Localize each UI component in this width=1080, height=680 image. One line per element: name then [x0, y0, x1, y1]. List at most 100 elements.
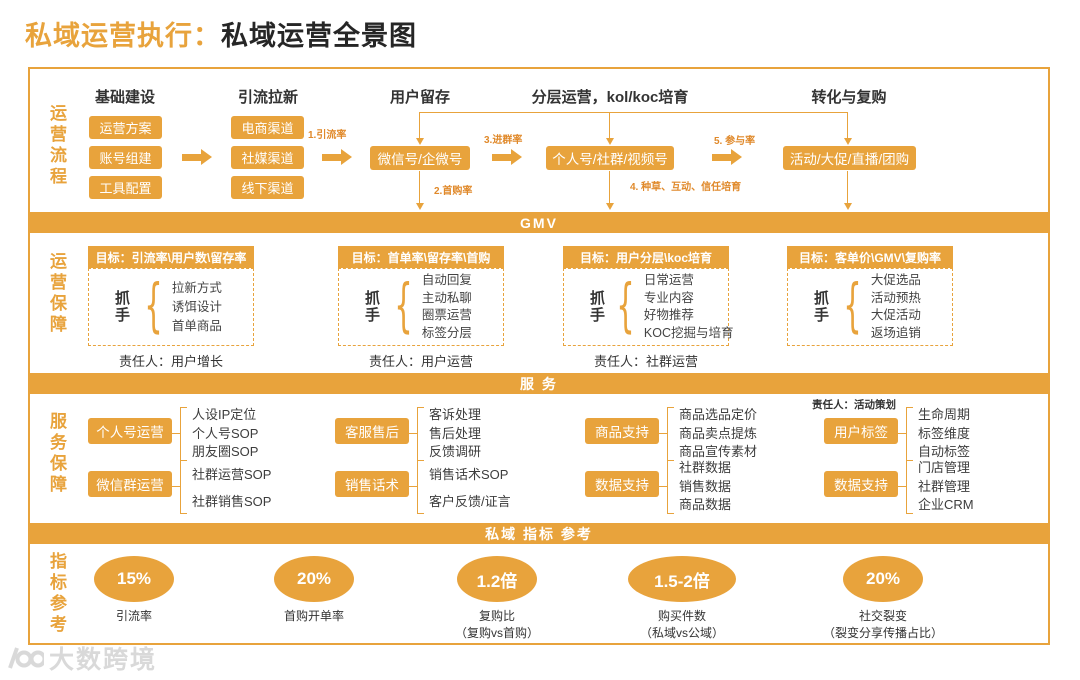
service-bar: 服 务	[30, 373, 1048, 394]
metric-label-4: 购买件数 （私域vs公域）	[602, 608, 762, 642]
service-item: 企业CRM	[918, 497, 974, 512]
process-box-plan: 运营方案	[89, 116, 162, 139]
metric-ellipse-3: 1.2倍	[457, 556, 537, 602]
flow-label-4: 4. 种草、互动、信任培育	[630, 182, 742, 193]
handle-items: 自动回复 主动私聊 圈票运营 标签分层	[422, 272, 472, 342]
handle-item: 活动预热	[870, 290, 921, 305]
band-label-process: 运营流程	[47, 104, 66, 188]
handle-item: 标签分层	[421, 325, 472, 340]
flow-label-5: 5. 参与率	[714, 136, 756, 147]
handle-box-4: 抓手 { 大促选品 活动预热 大促活动 返场追销	[787, 268, 953, 346]
service-item: 社群销售SOP	[192, 494, 272, 509]
process-box-account: 账号组建	[89, 146, 162, 169]
bracket-icon	[417, 460, 424, 514]
owner-label-4: 责任人：活动策划	[812, 399, 896, 411]
metrics-bar: 私域 指标 参考	[30, 523, 1048, 544]
metric-ellipse-4: 1.5-2倍	[628, 556, 736, 602]
handle-item: 首单商品	[171, 318, 222, 333]
column-header-retention: 用户留存	[389, 89, 450, 106]
metric-sub: （私域vs公域）	[639, 626, 724, 640]
flow-label-3: 3.进群率	[484, 135, 523, 146]
service-box-data-2: 数据支持	[824, 471, 898, 497]
metric-ellipse-2: 20%	[274, 556, 354, 602]
handle-item: 专业内容	[643, 290, 694, 305]
bracket-icon	[667, 407, 674, 461]
bracket-icon	[906, 460, 913, 514]
owner-label-3: 责任人：社群运营	[593, 354, 698, 369]
metric-name: 社交裂变	[858, 609, 907, 623]
service-item: 社群管理	[918, 478, 971, 494]
service-box-personal: 个人号运营	[88, 418, 172, 444]
service-item: 销售话术SOP	[429, 467, 509, 482]
service-item: 售后处理	[429, 425, 482, 441]
page-title-main: 私域运营全景图	[221, 21, 417, 51]
flow-arrow-4	[712, 149, 742, 165]
service-item: 客诉处理	[429, 407, 482, 422]
service-item: 自动标签	[918, 444, 971, 459]
metric-name: 复购比	[478, 609, 515, 623]
flow-label-2: 2.首购率	[434, 186, 473, 197]
handle-items: 日常运营 专业内容 好物推荐 KOC挖掘与培育	[644, 272, 734, 342]
process-box-tools: 工具配置	[89, 176, 162, 199]
bracket-icon	[180, 407, 187, 461]
service-items: 销售话术SOP 客户反馈/证言	[429, 461, 511, 515]
metric-sub: （复购vs首购）	[454, 626, 539, 640]
service-item: 商品宣传素材	[679, 444, 758, 459]
page-title-accent: 私域运营执行：	[25, 21, 221, 51]
drop-arrow-campaign	[843, 112, 852, 145]
arrow-shaft	[492, 153, 511, 161]
service-items: 客诉处理 售后处理 反馈调研	[429, 406, 481, 462]
arrow-head	[731, 149, 742, 165]
process-box-ecommerce: 电商渠道	[231, 116, 304, 139]
connector-dash	[172, 486, 180, 487]
bracket-icon	[667, 460, 674, 514]
service-item: 人设IP定位	[192, 407, 257, 422]
diagram-border	[28, 67, 1050, 645]
service-item: 个人号SOP	[192, 425, 259, 441]
brace-icon: {	[843, 271, 862, 339]
handle-item: 好物推荐	[643, 308, 694, 322]
column-header-layering: 分层运营，kol/koc培育	[531, 89, 689, 106]
service-item: 门店管理	[918, 460, 971, 475]
down-arrow-community	[605, 171, 614, 210]
service-items: 生命周期 标签维度 自动标签	[918, 406, 970, 462]
goal-box-3: 目标：用户分层\koc培育	[563, 246, 729, 268]
service-box-sales-script: 销售话术	[335, 471, 409, 497]
handle-item: KOC挖掘与培育	[643, 325, 734, 340]
handle-item: 日常运营	[643, 273, 694, 287]
service-items: 社群运营SOP 社群销售SOP	[192, 461, 271, 515]
page-title: 私域运营执行：私域运营全景图	[25, 14, 417, 53]
arrow-shaft	[322, 153, 341, 161]
service-item: 商品数据	[679, 497, 732, 512]
down-arrow-campaign	[843, 171, 852, 210]
service-item: 朋友圈SOP	[192, 444, 259, 459]
down-arrow-wechat	[415, 171, 424, 210]
goal-box-4: 目标：客单价\GMV\复购率	[787, 246, 953, 268]
band-label-assurance: 运营保障	[47, 252, 66, 336]
owner-label-1: 责任人：用户增长	[118, 354, 223, 369]
handle-label: 抓手	[365, 290, 381, 324]
connector-dash	[898, 486, 906, 487]
service-box-data-1: 数据支持	[585, 471, 659, 497]
handle-item: 大促活动	[870, 308, 921, 322]
handle-items: 大促选品 活动预热 大促活动 返场追销	[871, 272, 921, 342]
arrow-shaft	[182, 153, 201, 161]
connector-dash	[409, 433, 417, 434]
connector-line	[420, 112, 848, 113]
process-node-campaign: 活动/大促/直播/团购	[783, 146, 916, 170]
handle-items: 拉新方式 诱饵设计 首单商品	[172, 279, 222, 336]
metric-name: 引流率	[115, 609, 152, 623]
goal-box-1: 目标：引流率\用户数\留存率	[88, 246, 254, 268]
bracket-icon	[906, 407, 913, 461]
process-node-community: 个人号/社群/视频号	[546, 146, 674, 170]
metric-name: 首购开单率	[283, 609, 344, 623]
handle-item: 圈票运营	[421, 308, 472, 322]
drop-arrow-community	[605, 112, 614, 145]
band-label-service: 服务保障	[47, 412, 66, 496]
service-items: 社群数据 销售数据 商品数据	[679, 459, 731, 515]
drop-arrow-wechat	[415, 112, 424, 145]
arrow-head	[201, 149, 212, 165]
watermark: 大数跨境	[6, 640, 157, 676]
metric-label-2: 首购开单率	[234, 608, 394, 625]
